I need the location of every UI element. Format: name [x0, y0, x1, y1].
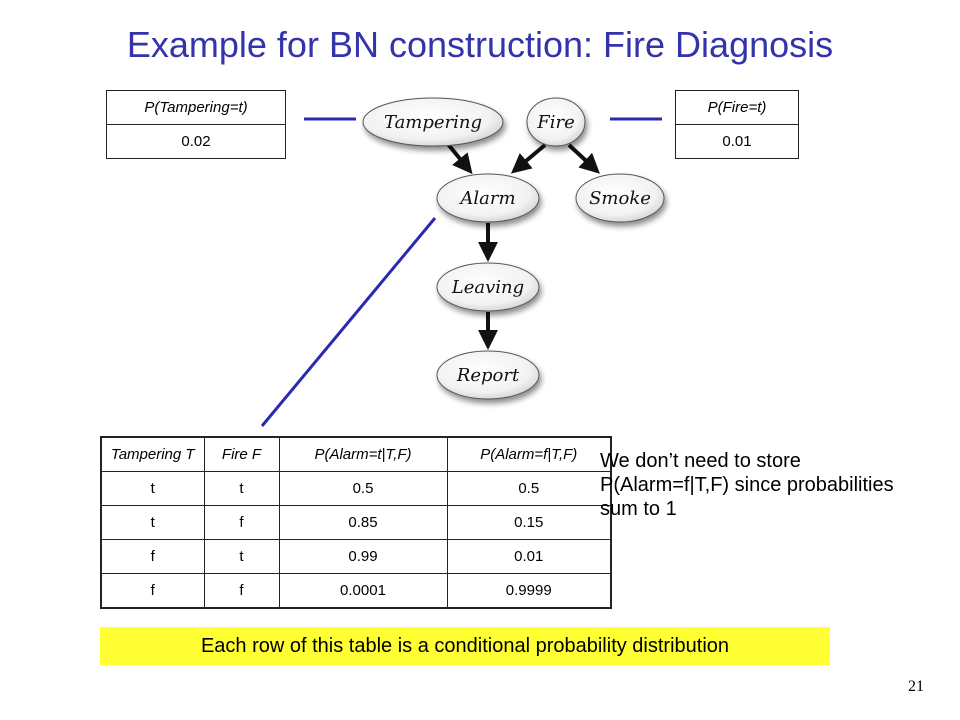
- prior-table-fire: P(Fire=t) 0.01: [675, 90, 799, 159]
- table-row: t t 0.5 0.5: [100, 471, 612, 506]
- cpt-header-row: Tampering T Fire F P(Alarm=t|T,F) P(Alar…: [100, 436, 612, 472]
- prior-fire-header: P(Fire=t): [675, 90, 799, 125]
- slide-title: Example for BN construction: Fire Diagno…: [126, 24, 834, 65]
- prior-table-tampering: P(Tampering=t) 0.02: [106, 90, 286, 159]
- table-cell: f: [203, 573, 280, 609]
- table-cell: 0.5: [278, 471, 448, 506]
- prior-fire-value: 0.01: [675, 124, 799, 159]
- table-cell: 0.85: [278, 505, 448, 540]
- node-tampering: Tampering: [362, 97, 504, 147]
- table-cell: 0.9999: [446, 573, 612, 609]
- prior-tampering-value: 0.02: [106, 124, 286, 159]
- node-smoke-label: Smoke: [589, 188, 651, 209]
- edge-fire-alarm: [510, 143, 547, 174]
- cpt-header-fire: Fire F: [203, 436, 280, 472]
- node-leaving-label: Leaving: [451, 277, 524, 298]
- node-fire: Fire: [526, 97, 586, 147]
- table-row: t f 0.85 0.15: [100, 505, 612, 540]
- table-cell: t: [203, 471, 280, 506]
- table-cell: f: [100, 573, 205, 609]
- table-cell: 0.5: [446, 471, 612, 506]
- table-row: f t 0.99 0.01: [100, 539, 612, 574]
- node-tampering-label: Tampering: [384, 112, 482, 133]
- node-report-label: Report: [456, 365, 520, 386]
- node-report: Report: [436, 350, 540, 400]
- table-cell: t: [100, 471, 205, 506]
- table-row: f f 0.0001 0.9999: [100, 573, 612, 609]
- edge-tampering-alarm: [445, 141, 473, 175]
- table-cell: t: [100, 505, 205, 540]
- table-cell: 0.15: [446, 505, 612, 540]
- page-number: 21: [908, 678, 924, 695]
- table-cell: 0.01: [446, 539, 612, 574]
- node-alarm-label: Alarm: [458, 188, 515, 209]
- table-cell: t: [203, 539, 280, 574]
- cpt-table-alarm: Tampering T Fire F P(Alarm=t|T,F) P(Alar…: [100, 436, 612, 609]
- highlight-caption: Each row of this table is a conditional …: [100, 627, 830, 665]
- table-cell: 0.99: [278, 539, 448, 574]
- table-cell: 0.0001: [278, 573, 448, 609]
- cpt-header-tampering: Tampering T: [100, 436, 205, 472]
- prior-tampering-header: P(Tampering=t): [106, 90, 286, 125]
- table-cell: f: [100, 539, 205, 574]
- connector-alarm-cpt: [260, 217, 437, 427]
- cpt-header-alarm-f: P(Alarm=f|T,F): [446, 436, 612, 472]
- note-text: We don’t need to store P(Alarm=f|T,F) si…: [600, 450, 894, 520]
- table-cell: f: [203, 505, 280, 540]
- node-fire-label: Fire: [536, 112, 575, 133]
- node-leaving: Leaving: [436, 262, 540, 312]
- node-smoke: Smoke: [575, 173, 665, 223]
- cpt-header-alarm-t: P(Alarm=t|T,F): [278, 436, 448, 472]
- node-alarm: Alarm: [436, 173, 540, 223]
- edge-fire-smoke: [567, 143, 600, 174]
